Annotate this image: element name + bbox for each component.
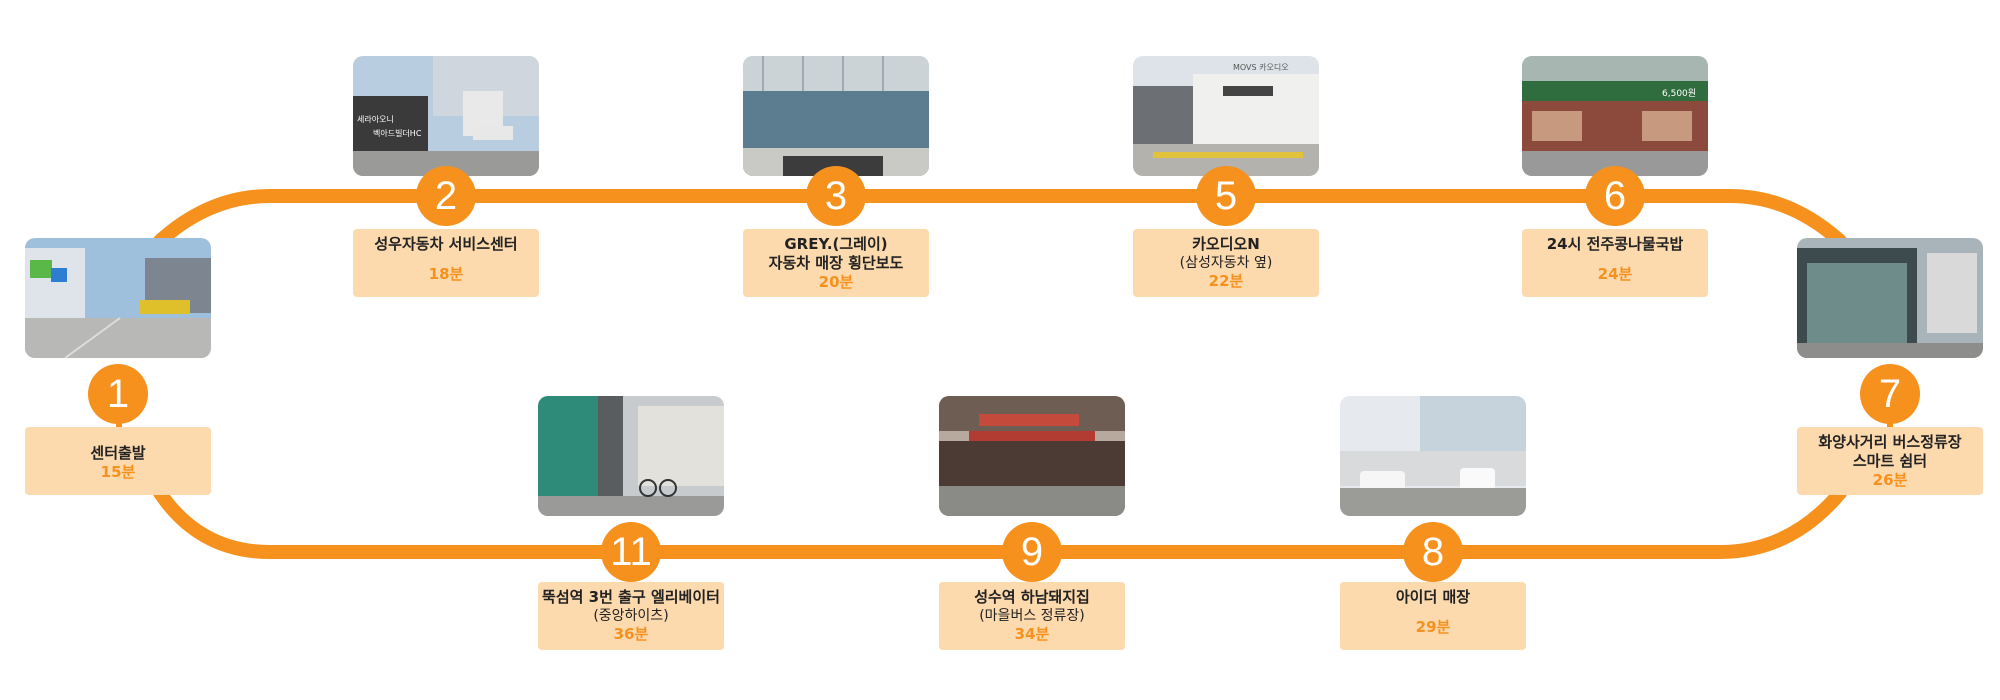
stop-11-photo [538,396,724,516]
stop-8-badge: 8 [1403,522,1463,582]
stop-1-badge: 1 [88,364,148,424]
stop-6-photo: 6,500원 [1522,56,1708,176]
stop-3-label: GREY.(그레이) 자동차 매장 횡단보도 20분 [743,229,929,297]
stop-9-badge: 9 [1002,522,1062,582]
stop-1-photo [25,238,211,358]
stop-8-label: 아이더 매장 29분 [1340,582,1526,650]
stop-11-sub: (중앙하이츠) [593,608,669,624]
svg-text:MOVS 카오디오: MOVS 카오디오 [1233,63,1289,72]
stop-11-time: 36분 [613,625,649,643]
stop-6-label: 24시 전주콩나물국밥 24분 [1522,229,1708,297]
stop-5-photo: MOVS 카오디오 [1133,56,1319,176]
stop-5-label: 카오디오N (삼성자동차 옆) 22분 [1133,229,1319,297]
stop-9-sub: (마을버스 정류장) [979,608,1085,624]
stop-11-name: 뚝섬역 3번 출구 엘리베이터 [542,588,720,606]
stop-9-label: 성수역 하남돼지집 (마을버스 정류장) 34분 [939,582,1125,650]
stop-9-photo [939,396,1125,516]
stop-8-photo [1340,396,1526,516]
stop-3-time: 20분 [818,273,854,291]
stop-1-time: 15분 [100,463,136,481]
stop-6-name: 24시 전주콩나물국밥 [1546,235,1684,253]
stop-7-time: 26분 [1872,471,1908,489]
stop-9-time: 34분 [1014,625,1050,643]
stop-5-time: 22분 [1208,272,1244,290]
svg-text:벡아드빌더HC: 벡아드빌더HC [373,128,422,138]
svg-text:세라아오니: 세라아오니 [357,114,394,124]
stop-2-photo: 세라아오니 벡아드빌더HC [353,56,539,176]
stop-7-badge: 7 [1860,364,1920,424]
stop-7-label: 화양사거리 버스정류장 스마트 쉼터 26분 [1797,427,1983,495]
stop-8-name: 아이더 매장 [1395,588,1471,606]
stop-7-name-line2: 스마트 쉼터 [1852,452,1928,470]
stop-5-badge: 5 [1196,166,1256,226]
stop-2-label: 성우자동차 서비스센터 18분 [353,229,539,297]
stop-2-name: 성우자동차 서비스센터 [374,235,518,253]
stop-3-photo [743,56,929,176]
stop-11-label: 뚝섬역 3번 출구 엘리베이터 (중앙하이츠) 36분 [538,582,724,650]
stop-2-badge: 2 [416,166,476,226]
stop-6-badge: 6 [1585,166,1645,226]
stop-1-label: 센터출발 15분 [25,427,211,495]
svg-text:6,500원: 6,500원 [1662,88,1696,99]
stop-3-name-line2: 자동차 매장 횡단보도 [768,254,904,272]
stop-7-photo [1797,238,1983,358]
stop-1-name: 센터출발 [90,444,146,462]
stop-6-time: 24분 [1597,265,1633,283]
stop-5-name: 카오디오N [1192,235,1260,253]
stop-7-name: 화양사거리 버스정류장 [1818,433,1962,451]
stop-8-time: 29분 [1415,618,1451,636]
stop-3-badge: 3 [806,166,866,226]
stop-9-name: 성수역 하남돼지집 [974,588,1090,606]
stop-5-sub: (삼성자동차 옆) [1179,255,1273,271]
stop-3-name: GREY.(그레이) [784,235,888,253]
stop-2-time: 18분 [428,265,464,283]
stop-11-badge: 11 [601,522,661,582]
